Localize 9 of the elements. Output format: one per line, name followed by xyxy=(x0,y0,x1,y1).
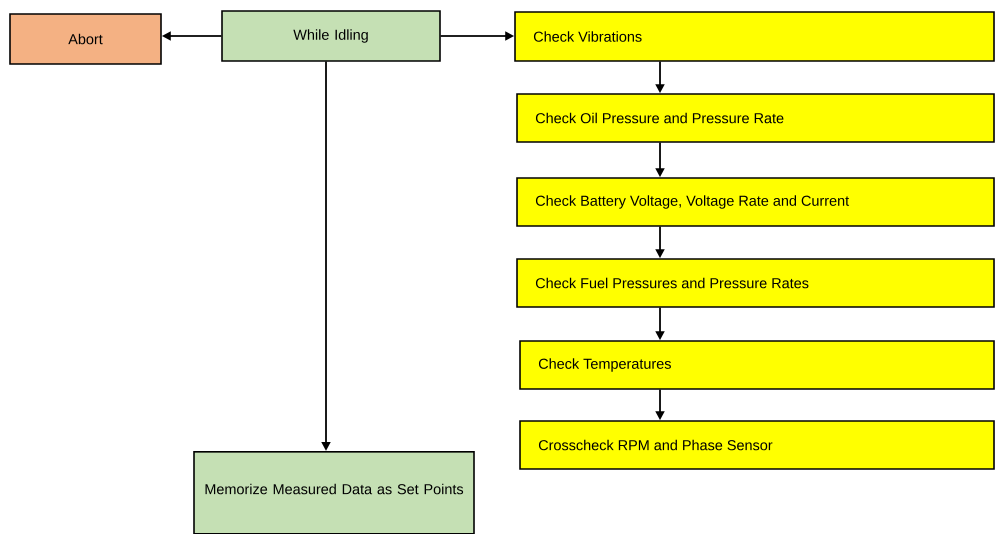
process-box: Check Temperatures xyxy=(519,340,995,390)
process-box: Check Battery Voltage, Voltage Rate and Current xyxy=(516,177,995,227)
process-box: Check Fuel Pressures and Pressure Rates xyxy=(516,258,995,308)
process-box: Memorize Measured Data as Set Points xyxy=(193,451,475,534)
process-box: Abort xyxy=(9,13,162,65)
process-box: Crosscheck RPM and Phase Sensor xyxy=(519,420,995,470)
process-box: Check Oil Pressure and Pressure Rate xyxy=(516,93,995,143)
process-box: While Idling xyxy=(221,10,441,62)
process-box: Check Vibrations xyxy=(514,11,995,62)
